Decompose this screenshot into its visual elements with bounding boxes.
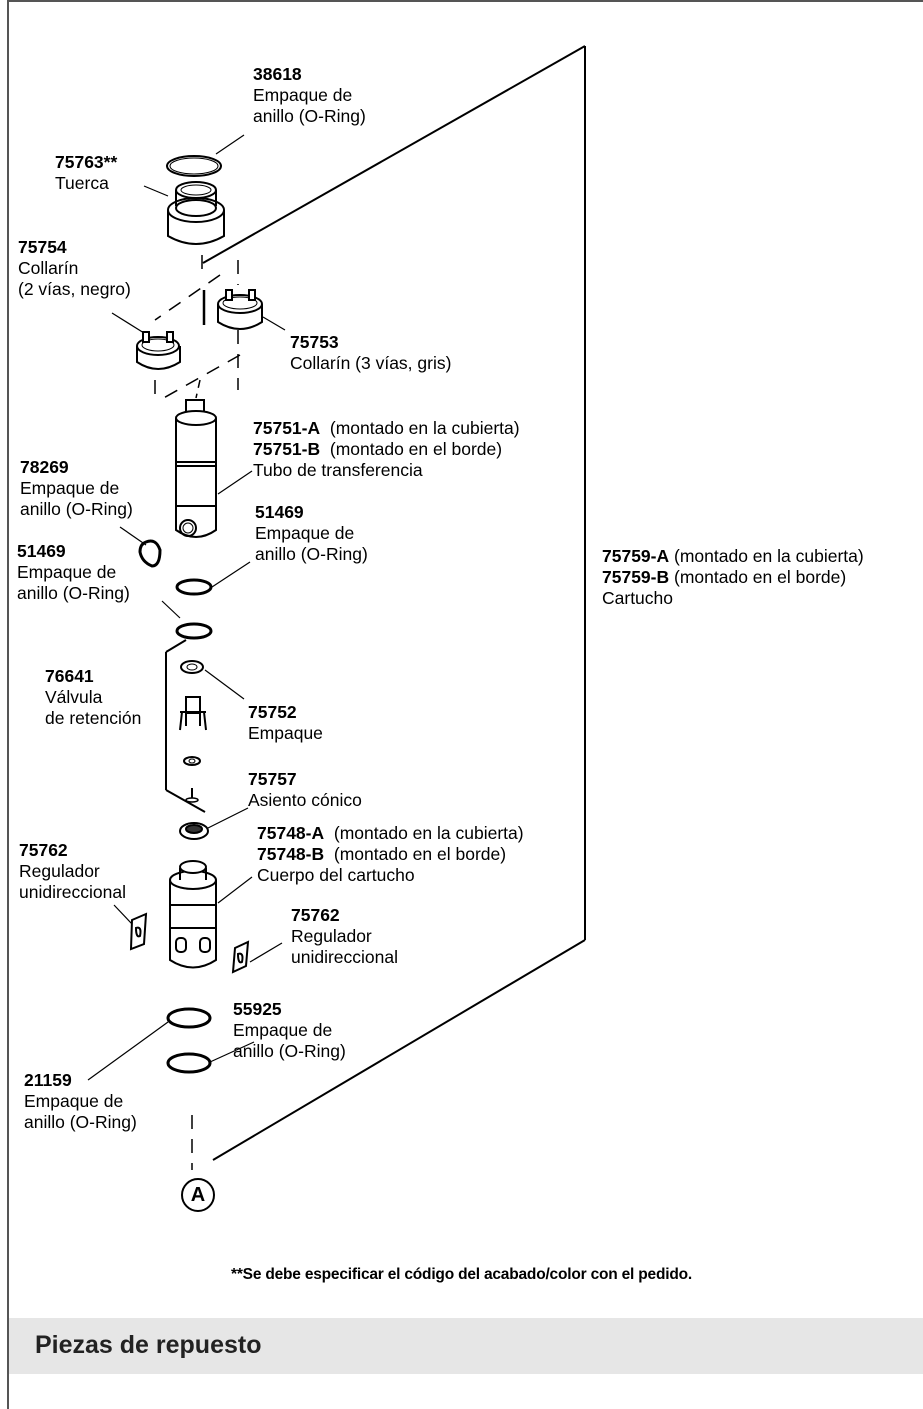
leader-lines bbox=[87, 134, 286, 1081]
label-75759: 75759-A (montado en la cubierta) 75759-B… bbox=[602, 546, 864, 608]
label-75748: 75748-A (montado en la cubierta) 75748-B… bbox=[257, 823, 524, 885]
page-frame bbox=[7, 0, 923, 1409]
o-ring-51469-lower bbox=[175, 622, 213, 640]
section-banner: Piezas de repuesto bbox=[9, 1318, 923, 1374]
label-51469-right: 51469 Empaque de anillo (O-Ring) bbox=[255, 502, 368, 564]
label-75762-right: 75762 Regulador unidireccional bbox=[291, 905, 399, 967]
label-75754: 75754 Collarín (2 vías, negro) bbox=[18, 237, 131, 299]
label-75763: 75763** Tuerca bbox=[55, 152, 118, 193]
collar-75754 bbox=[136, 331, 181, 370]
o-ring-55925 bbox=[166, 1007, 212, 1029]
cone-seat-75757 bbox=[179, 822, 209, 840]
label-75753: 75753 Collarín (3 vías, gris) bbox=[290, 332, 452, 373]
label-75751: 75751-A (montado en la cubierta) 75751-B… bbox=[253, 418, 520, 480]
dashed-assembly-lines bbox=[154, 255, 241, 1170]
regulator-75762-right bbox=[231, 940, 250, 974]
reference-circle bbox=[181, 1178, 215, 1212]
section-title: Piezas de repuesto bbox=[35, 1331, 262, 1359]
cartridge-body-75748 bbox=[169, 860, 217, 969]
footnote: **Se debe especificar el código del acab… bbox=[231, 1266, 692, 1283]
reference-letter: A bbox=[190, 1184, 206, 1206]
nut-75763 bbox=[167, 181, 225, 245]
label-78269: 78269 Empaque de anillo (O-Ring) bbox=[20, 457, 133, 519]
label-75752: 75752 Empaque bbox=[248, 702, 323, 743]
label-76641: 76641 Válvula de retención bbox=[45, 666, 142, 728]
o-ring-51469-upper bbox=[175, 578, 213, 596]
o-ring-38618 bbox=[166, 155, 222, 177]
o-ring-78269 bbox=[138, 539, 162, 568]
transfer-tube-75751 bbox=[175, 399, 217, 538]
cartridge-bracket bbox=[202, 45, 586, 1161]
check-valve-parts bbox=[179, 660, 207, 803]
label-55925: 55925 Empaque de anillo (O-Ring) bbox=[233, 999, 346, 1061]
label-38618: 38618 Empaque de anillo (O-Ring) bbox=[253, 64, 366, 126]
label-51469-left: 51469 Empaque de anillo (O-Ring) bbox=[17, 541, 130, 603]
label-75762-left: 75762 Regulador unidireccional bbox=[19, 840, 127, 902]
label-75757: 75757 Asiento cónico bbox=[248, 769, 362, 810]
check-valve-bracket bbox=[165, 639, 206, 813]
o-ring-21159 bbox=[166, 1052, 212, 1074]
collar-75753 bbox=[217, 289, 263, 330]
label-21159: 21159 Empaque de anillo (O-Ring) bbox=[24, 1070, 137, 1132]
regulator-75762-left bbox=[129, 912, 148, 951]
